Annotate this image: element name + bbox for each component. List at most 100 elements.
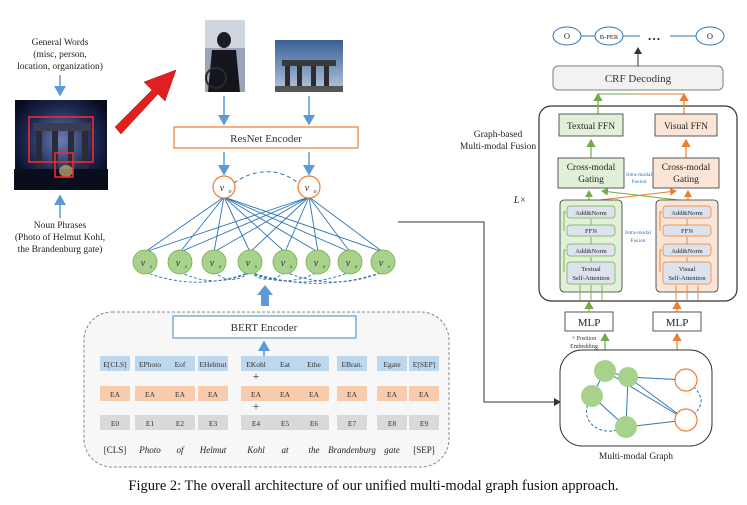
- token-embedding-cell: [337, 356, 367, 371]
- token-embedding-label: E[CLS]: [103, 360, 126, 369]
- crf-tag-node: [695, 26, 725, 46]
- fusion-label-line: Multi-modal Fusion: [460, 142, 537, 152]
- mm-text-node: [618, 367, 638, 387]
- segment-embedding-label: EA: [208, 390, 219, 399]
- svg-text:o: o: [314, 189, 317, 195]
- graph-edge: [308, 196, 319, 253]
- input-token: gate: [384, 445, 400, 455]
- graph-edge: [223, 196, 384, 253]
- self-attention-line: Textual: [581, 266, 601, 273]
- layer-count: L×: [513, 195, 526, 206]
- noun-phrases-line: the Brandenburg gate): [18, 244, 103, 255]
- graph-edge: [179, 271, 251, 282]
- plus-sign: +: [253, 399, 260, 413]
- token-embedding-cell: [135, 356, 165, 371]
- segment-embedding-label: EA: [387, 390, 398, 399]
- position-embedding-cell: [165, 415, 195, 430]
- graph-edge: [249, 196, 310, 253]
- graph-edge: [284, 196, 310, 253]
- position-embedding-cell: [377, 415, 407, 430]
- textual-node-label: v: [314, 258, 319, 269]
- svg-text:s: s: [255, 264, 257, 270]
- mlp-label: MLP: [666, 317, 689, 329]
- segment-embedding-cell: [337, 386, 367, 401]
- graph-edge: [144, 196, 225, 253]
- graph-edge: [308, 196, 351, 253]
- token-embedding-label: Egate: [383, 360, 401, 369]
- input-token: Helmut: [199, 445, 227, 455]
- position-embedding-label: E8: [388, 419, 397, 428]
- input-token: [CLS]: [104, 445, 127, 455]
- svg-text:s: s: [150, 264, 152, 270]
- textual-node-label: v: [210, 258, 215, 269]
- multi-modal-graph-label: Multi-modal Graph: [599, 452, 673, 462]
- intra-modal-fusion-line: Intra-modal: [626, 172, 652, 178]
- graph-edge: [179, 196, 310, 253]
- self-attention-line: Self-Attention: [572, 275, 610, 282]
- segment-embedding-label: EA: [175, 390, 186, 399]
- position-embedding-label: E5: [281, 419, 290, 428]
- position-embedding-label: E0: [111, 419, 120, 428]
- textual-node-label: v: [379, 258, 384, 269]
- graph-to-fusion-connector: [398, 221, 561, 406]
- textual-cross-gating-box: [557, 157, 625, 189]
- input-token: the: [309, 445, 320, 455]
- noun-phrases-line: Noun Phrases: [34, 221, 87, 231]
- position-embedding-label: E4: [252, 419, 261, 428]
- segment-embedding-cell: [377, 386, 407, 401]
- plus-sign: +: [253, 369, 260, 383]
- token-embedding-cell: [270, 356, 300, 371]
- mm-text-node: [615, 416, 637, 438]
- segment-embedding-cell: [270, 386, 300, 401]
- segment-embedding-label: EA: [309, 390, 320, 399]
- token-embedding-label: Ethe: [307, 360, 321, 369]
- graph-edge: [223, 196, 351, 253]
- brandenburg-gate-photo: [14, 100, 108, 190]
- bert-up-arrow-icon: [257, 285, 273, 306]
- visual-node-label: v: [305, 183, 310, 194]
- cropped-person-image: [205, 20, 245, 92]
- graph-edge: [308, 196, 384, 253]
- position-embedding-label: E2: [176, 419, 185, 428]
- mm-text-node: [594, 360, 616, 382]
- crf-tag-label: O: [707, 31, 713, 41]
- graph-edge: [249, 271, 286, 280]
- graph-edge: [213, 196, 310, 253]
- token-embedding-label: EHelmut: [199, 360, 227, 369]
- position-embedding-cell: [198, 415, 228, 430]
- segment-embedding-cell: [135, 386, 165, 401]
- position-embedding-label: E6: [310, 419, 319, 428]
- mlp-label: MLP: [578, 317, 601, 329]
- general-words-line: General Words: [32, 38, 89, 48]
- cross-gating-line: Gating: [673, 175, 699, 185]
- input-token: at: [281, 445, 289, 455]
- textual-ffn-box: [558, 113, 624, 137]
- add-norm-box: [662, 205, 712, 219]
- token-embedding-cell: [377, 356, 407, 371]
- graph-edge: [249, 271, 384, 284]
- cross-gating-line: Gating: [578, 175, 604, 185]
- mm-graph-nodes: [581, 360, 698, 438]
- graph-edge: [233, 171, 299, 184]
- position-embedding-cell: [100, 415, 130, 430]
- segment-embedding-cell: [100, 386, 130, 401]
- general-words-line: (misc, person,: [33, 49, 87, 60]
- mm-visual-node: [674, 368, 698, 392]
- position-embedding-line: Embedding: [570, 344, 598, 350]
- self-attention-line: Visual: [679, 266, 696, 273]
- visual-cross-gating-box: [652, 157, 720, 189]
- segment-embedding-label: EA: [347, 390, 358, 399]
- token-embedding-cell: [241, 356, 271, 371]
- fusion-label: Graph-based Multi-modal Fusion: [460, 130, 537, 152]
- visual-node: v o: [297, 175, 321, 199]
- position-embedding-line: + Position: [572, 336, 597, 342]
- textual-node-label: v: [246, 258, 251, 269]
- token-embedding-cell: [198, 356, 228, 371]
- token-embedding-label: Eat: [280, 360, 291, 369]
- segment-embedding-label: EA: [280, 390, 291, 399]
- svg-text:s: s: [185, 264, 187, 270]
